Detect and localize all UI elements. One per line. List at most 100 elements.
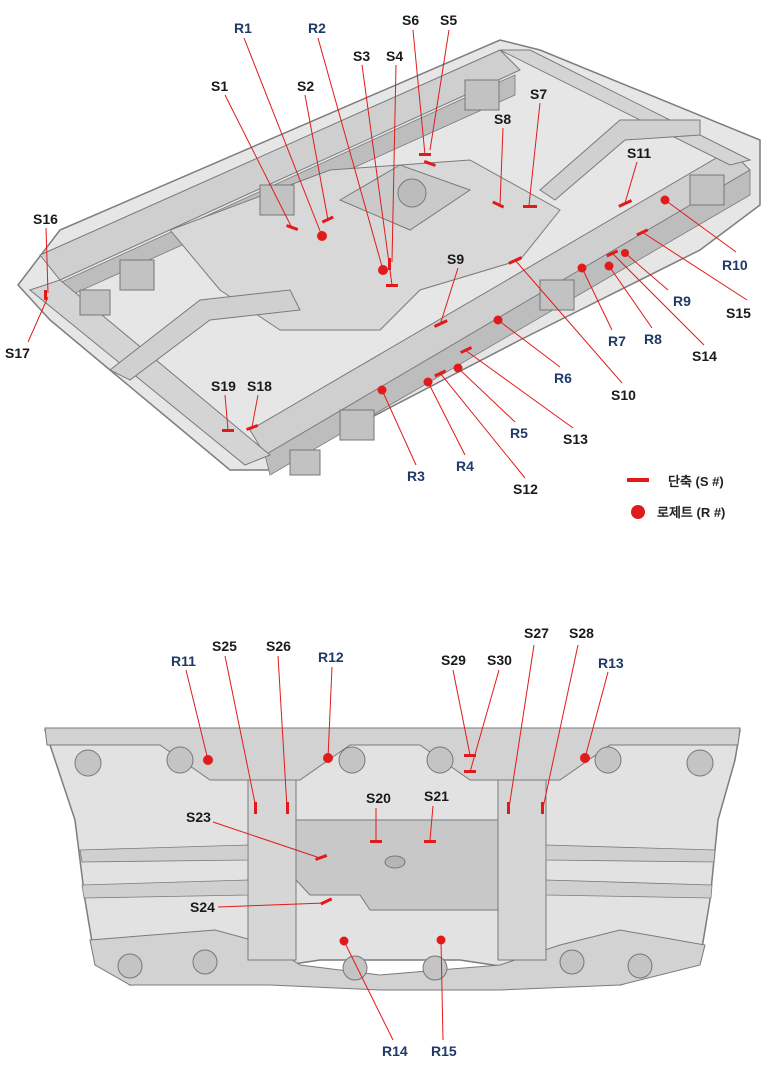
gauge-marker-S27 [507, 802, 510, 814]
gauge-marker-S11 [618, 199, 633, 208]
top-bracket-1 [119, 259, 155, 291]
label-S14: S14 [692, 348, 717, 364]
leader-R10 [664, 199, 737, 253]
top-bracket-8 [79, 289, 111, 316]
gauge-marker-S8 [492, 200, 505, 209]
bottom-top-side-beam [44, 727, 741, 781]
gauge-marker-S9 [433, 319, 448, 328]
top-front-end-beam [28, 279, 271, 466]
bottom-spring-seat-2 [166, 746, 194, 774]
label-R7: R7 [608, 333, 626, 349]
label-S20: S20 [366, 790, 391, 806]
leader-S8 [499, 127, 504, 206]
bottom-spring-seat-8 [192, 949, 218, 975]
rosette-marker-R1 [317, 231, 327, 241]
leader-S24 [217, 902, 326, 908]
gauge-marker-S30 [464, 770, 476, 773]
leader-S11 [624, 161, 638, 204]
bottom-spring-seat-10 [422, 955, 448, 981]
label-S21: S21 [424, 788, 449, 804]
label-R14: R14 [382, 1043, 408, 1059]
top-leaders [27, 29, 748, 479]
gauge-marker-S29 [464, 754, 476, 757]
label-R15: R15 [431, 1043, 457, 1059]
label-S18: S18 [247, 378, 272, 394]
rosette-marker-R12 [323, 753, 333, 763]
leader-S13 [464, 349, 574, 429]
gauge-marker-S19 [222, 429, 234, 432]
label-S25: S25 [212, 638, 237, 654]
gauge-marker-S7 [523, 205, 537, 208]
label-R12: R12 [318, 649, 344, 665]
label-S10: S10 [611, 387, 636, 403]
bottom-spring-seat-7 [117, 953, 143, 979]
bottom-spring-seat-5 [594, 746, 622, 774]
leader-S7 [528, 102, 541, 206]
label-S6: S6 [402, 12, 419, 28]
label-S12: S12 [513, 481, 538, 497]
label-S1: S1 [211, 78, 228, 94]
gauge-marker-S4 [388, 258, 391, 270]
gauge-marker-S6 [419, 153, 431, 156]
gauge-marker-S14 [606, 249, 619, 258]
label-S28: S28 [569, 625, 594, 641]
leader-R13 [584, 671, 609, 759]
leader-S21 [429, 805, 434, 841]
bottom-spring-seat-11 [559, 949, 585, 975]
top-bracket-7 [289, 449, 321, 476]
leader-R15 [440, 939, 444, 1041]
leader-S18 [251, 394, 259, 428]
bottom-spring-seat-4 [426, 746, 454, 774]
label-R8: R8 [644, 331, 662, 347]
bottom-arm-right-lower [545, 879, 713, 899]
label-R11: R11 [171, 653, 196, 669]
top-markers [44, 153, 670, 432]
rosette-marker-R10 [660, 195, 670, 205]
label-S17: S17 [5, 345, 30, 361]
label-R9: R9 [673, 293, 691, 309]
legend-gauge-label: 단축 (S #) [668, 474, 724, 489]
leader-S12 [439, 372, 526, 479]
leader-R1 [243, 37, 323, 237]
rosette-marker-R2 [378, 265, 388, 275]
top-right-arm [539, 119, 701, 201]
leader-S26 [277, 655, 288, 809]
label-S29: S29 [441, 652, 466, 668]
rosette-marker-R7 [577, 263, 587, 273]
legend-rosette-swatch [631, 505, 645, 519]
top-labels: R1 R2 S1 S2 S3 S4 S6 S5 S7 S8 S11 S16 S9… [5, 12, 751, 497]
leader-S1 [224, 94, 293, 229]
label-S23: S23 [186, 809, 211, 825]
gauge-marker-S26 [286, 802, 289, 814]
gauge-marker-S20 [370, 840, 382, 843]
gauge-marker-S21 [424, 840, 436, 843]
label-S9: S9 [447, 251, 464, 267]
label-S5: S5 [440, 12, 457, 28]
leader-S27 [508, 644, 535, 809]
gauge-marker-S1 [286, 224, 299, 231]
top-left-arm [109, 289, 301, 381]
bottom-arm-left-lower [81, 879, 249, 899]
legend-gauge-swatch [627, 478, 649, 482]
bottom-spring-seat-6 [686, 749, 714, 777]
label-R4: R4 [456, 458, 474, 474]
leader-S19 [224, 394, 229, 431]
bottom-arm-right-upper [545, 844, 716, 863]
leader-S17 [27, 296, 49, 343]
leader-S2 [304, 94, 329, 221]
gauge-marker-S23 [315, 854, 328, 861]
gauge-marker-S12 [434, 369, 447, 378]
top-bracket-3 [464, 79, 500, 111]
rosette-marker-R6 [493, 315, 503, 325]
leader-S28 [542, 644, 579, 809]
gauge-marker-S15 [636, 228, 649, 237]
bottom-cross-beam-right [497, 779, 547, 961]
rosette-marker-R9 [621, 249, 629, 257]
gauge-marker-S5 [423, 160, 436, 167]
leader-S15 [641, 231, 748, 301]
rosette-marker-R3 [377, 385, 387, 395]
gauge-marker-S24 [320, 897, 333, 906]
leader-S16 [45, 227, 49, 294]
leader-R12 [327, 666, 333, 759]
